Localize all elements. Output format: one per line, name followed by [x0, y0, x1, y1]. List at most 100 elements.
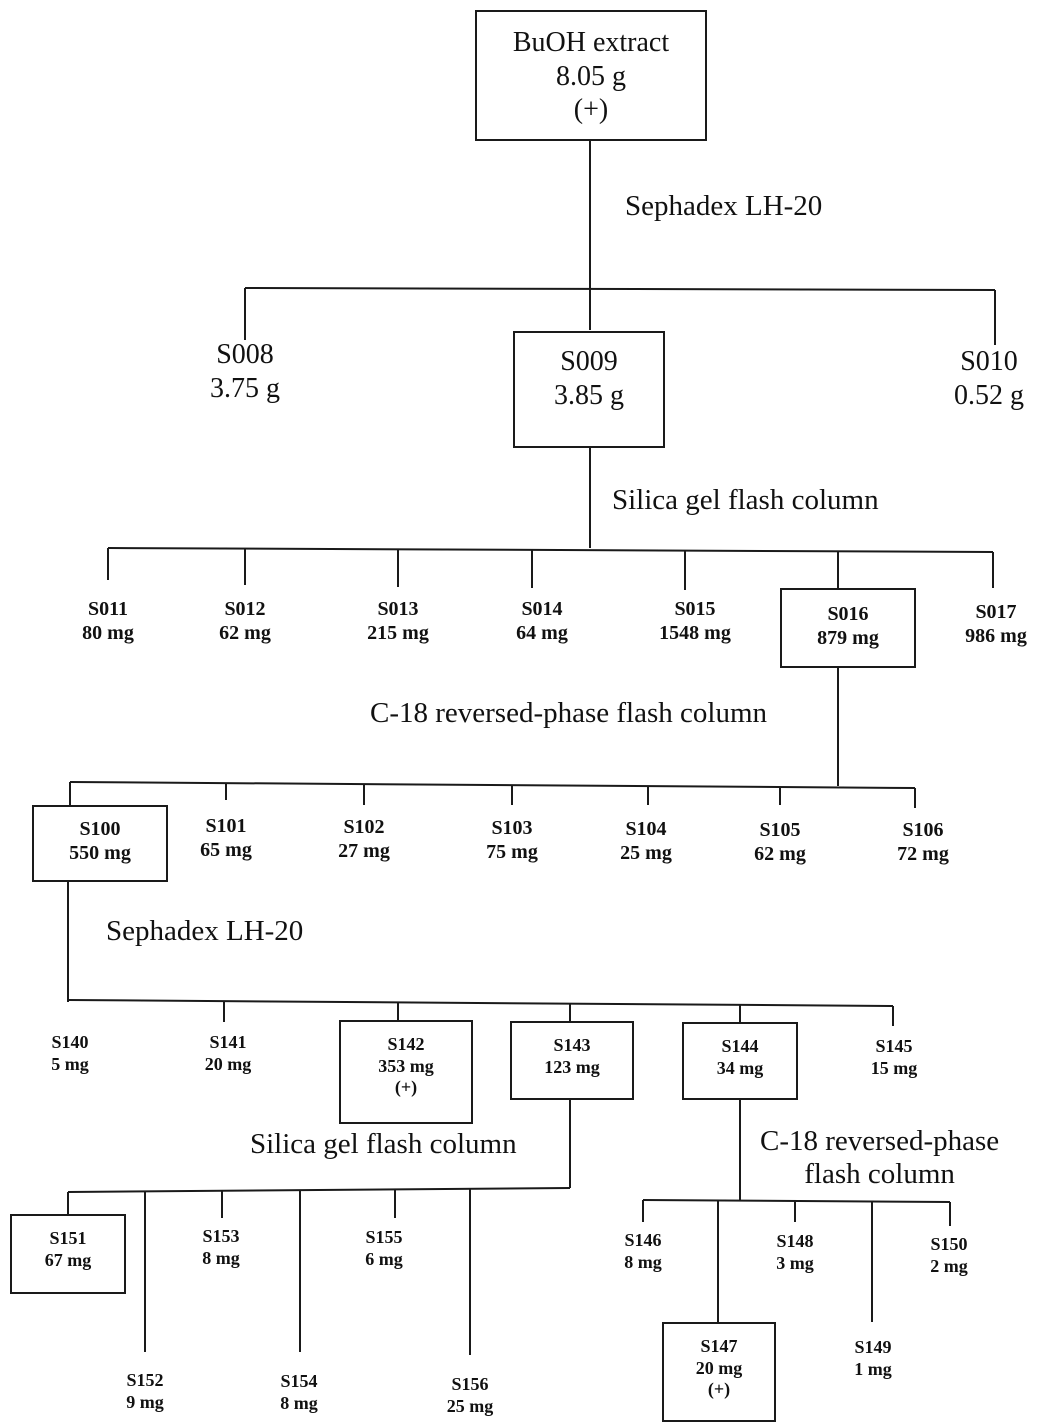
fraction-mass: 62 mg: [219, 622, 271, 644]
connector: [642, 1199, 951, 1203]
fraction-name: S105: [759, 819, 801, 841]
fraction-name: S104: [625, 818, 667, 840]
fraction-mass: 3.85 g: [554, 379, 624, 411]
fraction-mass: 6 mg: [365, 1248, 403, 1269]
fraction-name: S016: [827, 603, 869, 625]
fraction-node-selected: S144 34 mg: [682, 1022, 798, 1100]
fraction-mass: 67 mg: [44, 1249, 92, 1270]
method-label: C-18 reversed-phase flash column: [370, 697, 768, 729]
fraction-name: S014: [521, 598, 563, 620]
fraction-name: S142: [387, 1034, 425, 1054]
fraction-mass: 65 mg: [200, 839, 252, 861]
fraction-node: S012 62 mg: [205, 597, 285, 645]
fraction-node: S008 3.75 g: [190, 338, 300, 405]
fraction-node: S150 2 mg: [916, 1234, 982, 1277]
fraction-mass: 25 mg: [446, 1395, 494, 1416]
root-node: BuOH extract 8.05 g (+): [475, 10, 707, 141]
fraction-mass: 8 mg: [280, 1392, 318, 1413]
fraction-name: S141: [209, 1032, 247, 1052]
fraction-node: S146 8 mg: [610, 1230, 676, 1273]
fraction-node: S106 72 mg: [883, 818, 963, 866]
root-activity: (+): [573, 94, 609, 126]
fraction-mass: 1 mg: [854, 1358, 892, 1379]
fraction-mass: 123 mg: [544, 1056, 600, 1077]
fraction-name: S010: [960, 346, 1018, 377]
fraction-name: S152: [126, 1370, 164, 1390]
fraction-node: S148 3 mg: [762, 1231, 828, 1274]
fraction-name: S145: [875, 1036, 913, 1056]
fraction-name: S140: [51, 1032, 89, 1052]
fraction-mass: 8 mg: [624, 1251, 662, 1272]
fraction-node: S145 15 mg: [858, 1036, 930, 1079]
connector: [107, 547, 994, 553]
fraction-node: S153 8 mg: [188, 1226, 254, 1269]
fraction-name: S149: [854, 1337, 892, 1357]
fraction-name: S101: [205, 815, 247, 837]
fraction-mass: 34 mg: [716, 1057, 764, 1078]
fraction-node: S104 25 mg: [606, 817, 686, 865]
fraction-mass: 3.75 g: [210, 372, 280, 404]
fraction-name: S146: [624, 1230, 662, 1250]
fraction-name: S012: [224, 598, 266, 620]
fraction-name: S143: [553, 1035, 591, 1055]
method-label: C-18 reversed-phase flash column: [760, 1125, 999, 1192]
fraction-node: S010 0.52 g: [940, 345, 1038, 412]
fraction-node: S156 25 mg: [433, 1374, 507, 1417]
fraction-name: S106: [902, 819, 944, 841]
method-label: Silica gel flash column: [250, 1128, 517, 1160]
fraction-mass: 75 mg: [486, 841, 538, 863]
fraction-mass: 215 mg: [367, 622, 429, 644]
root-mass: 8.05 g: [556, 60, 626, 92]
fraction-node: S013 215 mg: [348, 597, 448, 645]
fraction-node: S101 65 mg: [186, 814, 266, 862]
fraction-node: S105 62 mg: [740, 818, 820, 866]
fraction-mass: 879 mg: [817, 627, 879, 649]
fraction-node-active: S142 353 mg (+): [339, 1020, 473, 1124]
connector: [69, 781, 916, 789]
fraction-name: S156: [451, 1374, 489, 1394]
fraction-mass: 80 mg: [82, 622, 134, 644]
fraction-name: S011: [87, 598, 129, 620]
fraction-node-selected: S016 879 mg: [780, 588, 916, 668]
fraction-node: S015 1548 mg: [640, 597, 750, 645]
fraction-name: S103: [491, 817, 533, 839]
fraction-node: S102 27 mg: [324, 815, 404, 863]
fraction-mass: 72 mg: [897, 843, 949, 865]
root-name: BuOH extract: [512, 27, 670, 58]
fraction-node: S011 80 mg: [68, 597, 148, 645]
fraction-node: S149 1 mg: [840, 1337, 906, 1380]
fraction-mass: 27 mg: [338, 840, 390, 862]
fraction-activity: (+): [707, 1379, 731, 1400]
fraction-node: S141 20 mg: [192, 1032, 264, 1075]
fraction-mass: 986 mg: [965, 625, 1027, 647]
method-label: Sephadex LH-20: [106, 915, 304, 947]
fraction-node-selected: S151 67 mg: [10, 1214, 126, 1294]
fraction-mass: 20 mg: [204, 1053, 252, 1074]
fraction-mass: 62 mg: [754, 843, 806, 865]
fraction-mass: 353 mg: [378, 1055, 434, 1076]
fraction-name: S015: [674, 598, 716, 620]
fraction-name: S147: [700, 1336, 738, 1356]
fraction-node: S014 64 mg: [497, 597, 587, 645]
fraction-name: S100: [79, 818, 121, 840]
fraction-node: S103 75 mg: [472, 816, 552, 864]
fraction-name: S151: [49, 1228, 87, 1248]
fraction-name: S009: [560, 346, 618, 377]
fraction-node-selected: S100 550 mg: [32, 805, 168, 882]
method-label-line2: flash column: [804, 1158, 955, 1191]
method-label-line1: C-18 reversed-phase: [760, 1125, 1000, 1157]
fraction-node: S154 8 mg: [266, 1371, 332, 1414]
fraction-mass: 9 mg: [126, 1391, 164, 1412]
fraction-node-selected: S143 123 mg: [510, 1021, 634, 1100]
fraction-name: S150: [930, 1234, 968, 1254]
fraction-mass: 1548 mg: [659, 622, 731, 644]
fraction-name: S008: [216, 339, 274, 370]
connector: [244, 287, 996, 291]
fraction-mass: 20 mg: [695, 1357, 743, 1378]
fraction-mass: 64 mg: [516, 622, 568, 644]
fraction-name: S013: [377, 598, 419, 620]
fraction-node-selected: S009 3.85 g: [513, 331, 665, 448]
fraction-node: S155 6 mg: [351, 1227, 417, 1270]
fraction-mass: 2 mg: [930, 1255, 968, 1276]
